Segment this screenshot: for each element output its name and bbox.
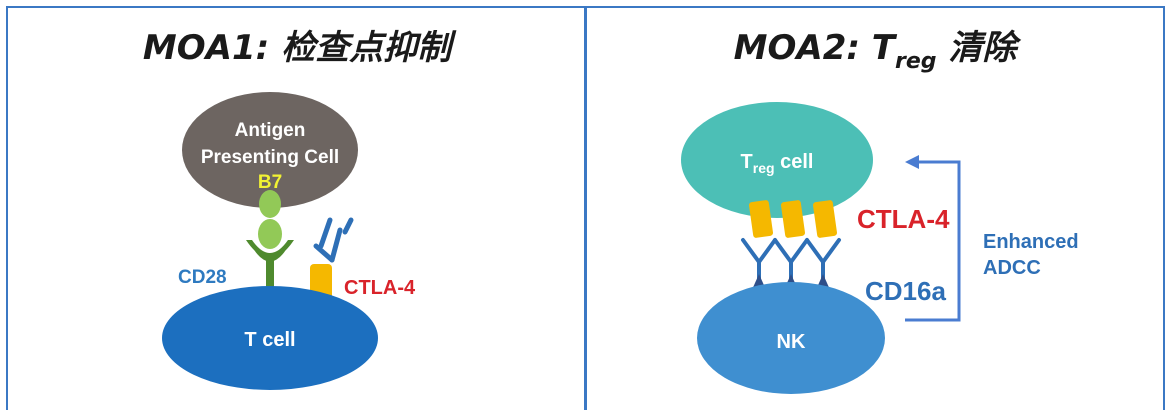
moa2-title-suffix: 清除 [936, 28, 1017, 68]
t-cell-label: T cell [244, 329, 295, 351]
moa2-title: MOA2: Treg 清除 [587, 20, 1163, 74]
moa1-panel: MOA1: 检查点抑制 Antigen Presenting Cell B7 C… [6, 6, 588, 410]
treg-cell [681, 102, 873, 218]
cd28-stalk [266, 260, 274, 308]
adcc-label-line1: Enhanced [983, 231, 1079, 253]
b7-ligand-top [259, 190, 281, 218]
b7-ligand-bottom [258, 219, 282, 249]
moa1-diagram: Antigen Presenting Cell B7 CD28 CTLA-4 [162, 92, 416, 390]
moa2-title-prefix: MOA2: T [733, 28, 895, 68]
nk-cell [697, 282, 885, 394]
adcc-label-line2: ADCC [983, 257, 1041, 279]
ctla4-block-3 [812, 200, 838, 238]
adcc-arrowhead-icon [905, 155, 919, 169]
moa2-diagram: Treg cell CTLA-4 [681, 102, 1079, 394]
ctla4-label-moa2: CTLA-4 [857, 204, 950, 234]
moa1-title: MOA1: 检查点抑制 [142, 28, 452, 68]
ctla4-block-1 [748, 200, 774, 238]
apc-label-line1: Antigen [235, 120, 306, 141]
treg-cell-label-suffix: cell [775, 151, 814, 173]
antibody-array-icon [741, 238, 841, 280]
treg-cell-label-sub: reg [753, 160, 775, 176]
treg-cell-label-main: T [741, 151, 753, 173]
ctla4-block-2 [780, 200, 806, 238]
nk-cell-label: NK [777, 331, 806, 353]
apc-label-line2: Presenting Cell [201, 147, 339, 168]
treg-cell-label: Treg cell [741, 151, 814, 176]
t-cell [162, 286, 378, 390]
moa2-panel: MOA2: Treg 清除 Treg cell CTLA-4 [584, 6, 1165, 410]
cd28-cup [250, 242, 290, 262]
antibody-icon [313, 217, 354, 263]
moa2-title-sub: reg [894, 49, 937, 74]
apc-cell [182, 92, 358, 208]
adcc-arrow-icon [905, 160, 961, 322]
b7-label: B7 [258, 172, 282, 193]
cd28-label: CD28 [178, 267, 227, 288]
cd16a-label: CD16a [865, 276, 946, 306]
ctla4-label: CTLA-4 [344, 277, 416, 299]
